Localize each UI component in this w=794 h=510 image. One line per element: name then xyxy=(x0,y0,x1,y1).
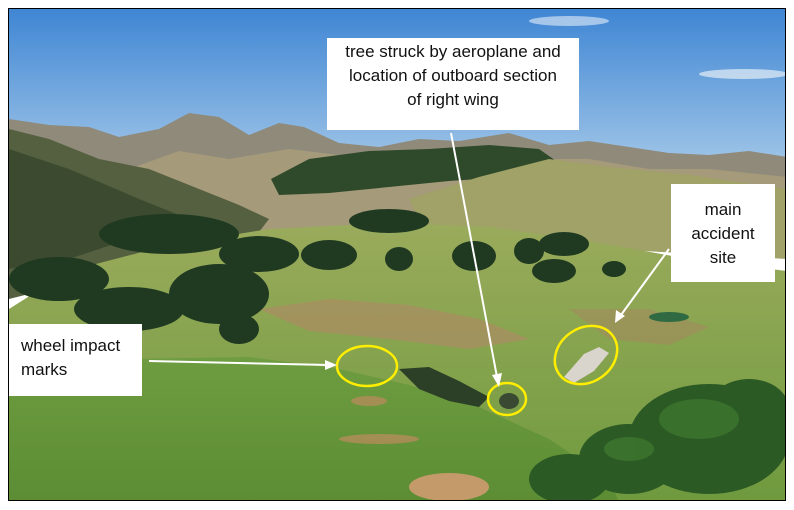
main-callout-line1: main xyxy=(704,200,742,219)
struck-tree xyxy=(499,393,519,409)
wheel-callout-line1: wheel impact xyxy=(21,336,121,355)
tree-callout-line1: tree struck by aeroplane and xyxy=(345,42,561,61)
dry-grass xyxy=(409,473,489,500)
scrub-line xyxy=(399,367,489,407)
main-site-highlight xyxy=(553,324,619,386)
wheel-callout: wheel impact marks xyxy=(9,324,142,396)
landscape-photo xyxy=(9,9,785,500)
main-callout-line2: accident xyxy=(691,224,755,243)
tree-arrow-head xyxy=(492,373,502,387)
cloud xyxy=(699,69,785,79)
tree-clumps xyxy=(9,209,626,344)
main-site-callout: main accident site xyxy=(671,184,775,282)
foreground-slope xyxy=(9,357,619,500)
wreckage xyxy=(564,347,609,383)
tree-highlight xyxy=(486,381,528,417)
left-hill-shade xyxy=(9,149,189,269)
green-trough xyxy=(649,312,689,322)
pine-forest xyxy=(271,145,559,195)
tree-arrow-line xyxy=(450,132,498,378)
wheel-callout-line2: marks xyxy=(21,360,68,379)
main-callout-line3: site xyxy=(709,248,737,267)
main-arrow-head xyxy=(615,310,625,323)
cloud xyxy=(529,16,609,26)
wheel-arrow-head xyxy=(325,360,337,370)
photo-frame: tree struck by aeroplane and location of… xyxy=(8,8,786,501)
brown-patch xyxy=(259,299,529,349)
wheel-arrow-line xyxy=(148,360,330,366)
tree-callout: tree struck by aeroplane and location of… xyxy=(327,38,579,130)
dry-grass xyxy=(351,396,387,406)
bush-highlights xyxy=(604,399,739,461)
tree-callout-line2: location of outboard section xyxy=(349,66,557,85)
wheel-marks-highlight xyxy=(335,344,399,388)
arrows xyxy=(148,132,670,387)
main-arrow-line xyxy=(620,248,670,316)
tree-callout-line3: of right wing xyxy=(407,90,499,109)
dry-grass xyxy=(339,434,419,444)
